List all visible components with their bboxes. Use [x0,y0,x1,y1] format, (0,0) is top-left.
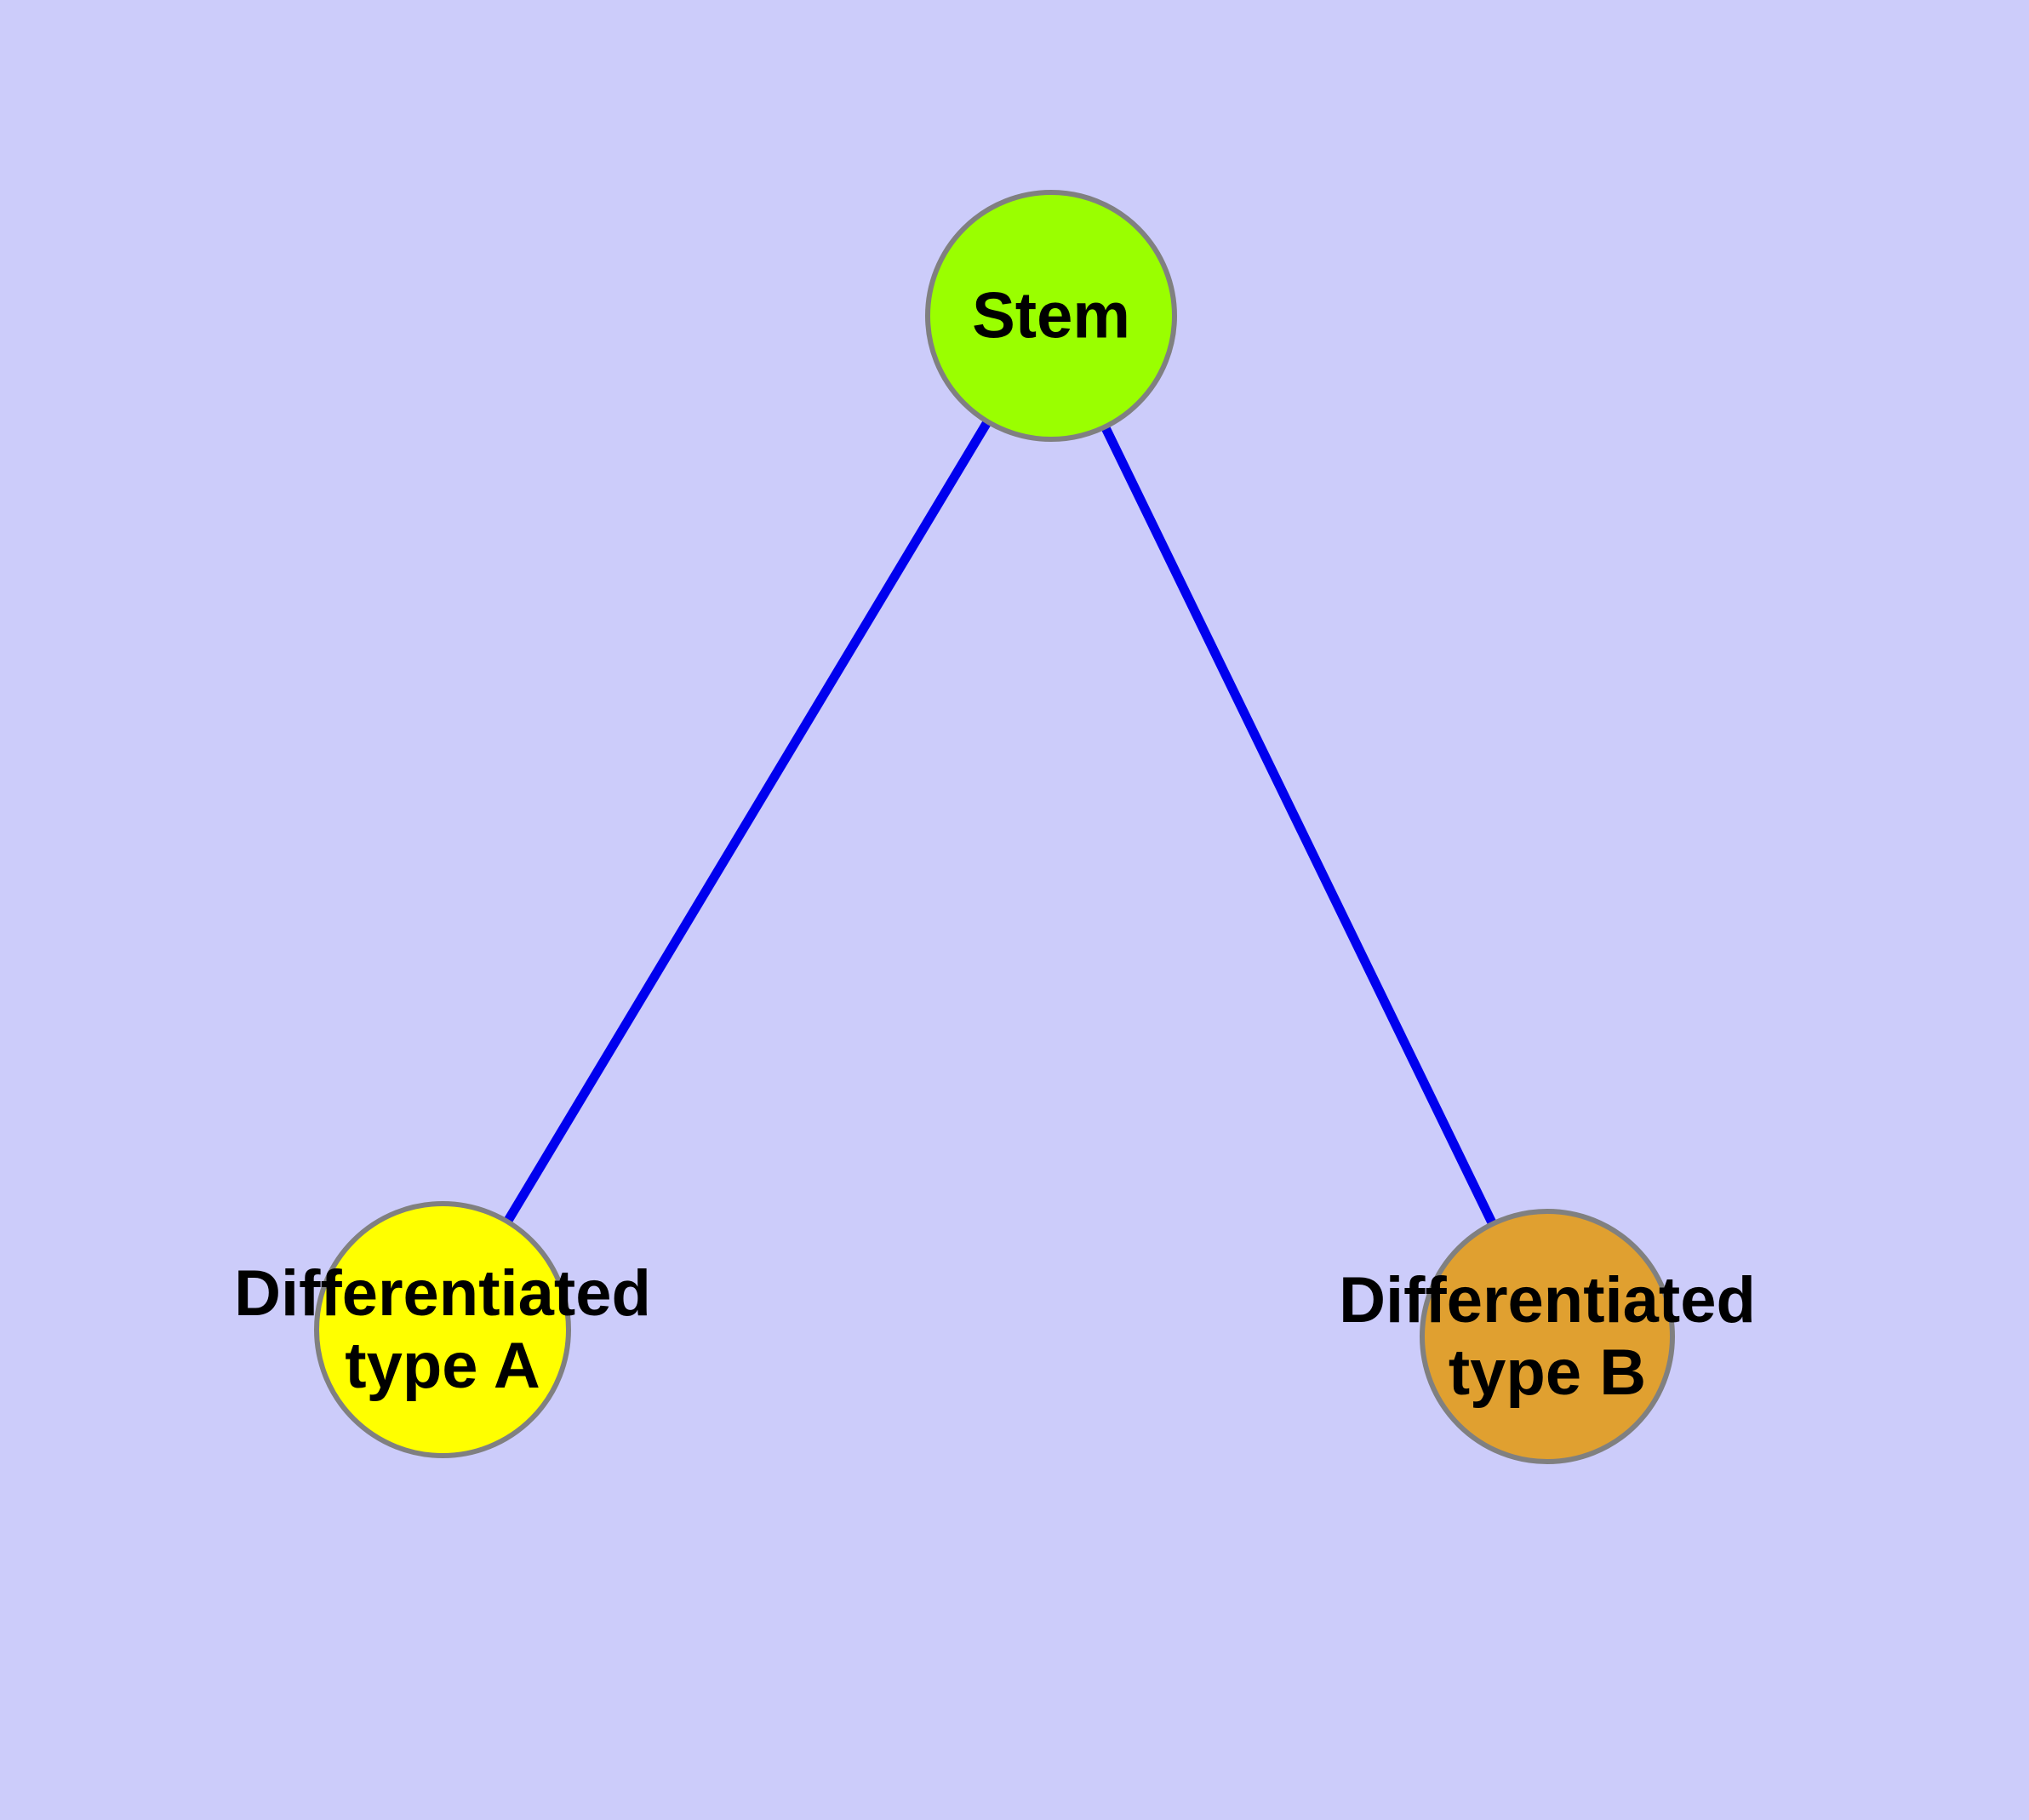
edge-stem-to-differentiated-type-a [438,313,1055,1332]
node-stem-label: Stem [972,279,1130,352]
node-differentiated-type-b[interactable]: Differentiated type B [1339,1209,1756,1464]
node-stem[interactable]: Stem [925,190,1177,442]
edge-stem-to-differentiated-type-b [1047,313,1552,1339]
node-differentiated-type-a[interactable]: Differentiated type A [234,1201,651,1458]
